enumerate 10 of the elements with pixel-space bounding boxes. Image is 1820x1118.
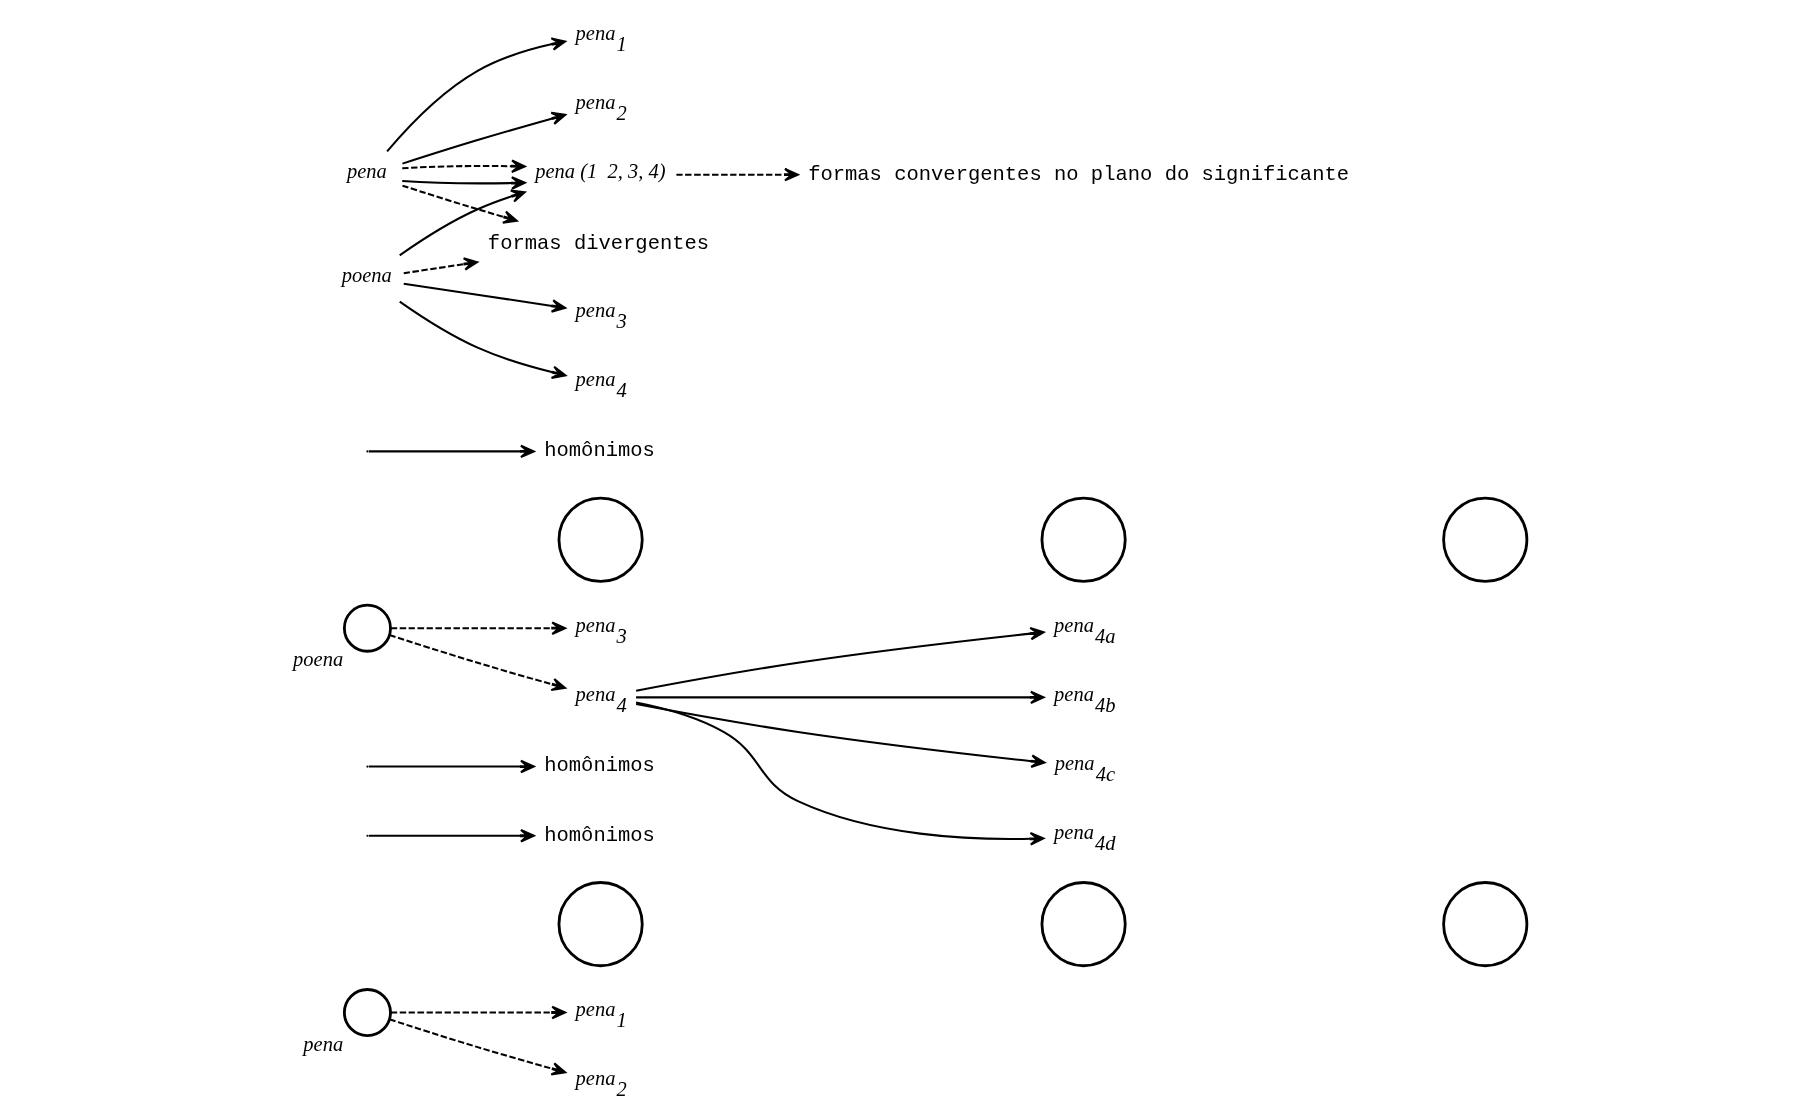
node-label: pena	[303, 1032, 344, 1055]
node-text: poena	[341, 264, 392, 287]
node-text: pena	[346, 160, 387, 183]
node-text: homônimos	[544, 754, 655, 778]
node-text: homônimos	[544, 823, 655, 847]
node-text: pena (1 2, 3, 4)	[535, 160, 666, 183]
node-text: formas divergentes	[487, 231, 710, 255]
node-text: formas convergentes no plano do significante	[808, 162, 1350, 186]
node-label: poena	[293, 648, 344, 671]
node-text: homônimos	[544, 439, 655, 463]
